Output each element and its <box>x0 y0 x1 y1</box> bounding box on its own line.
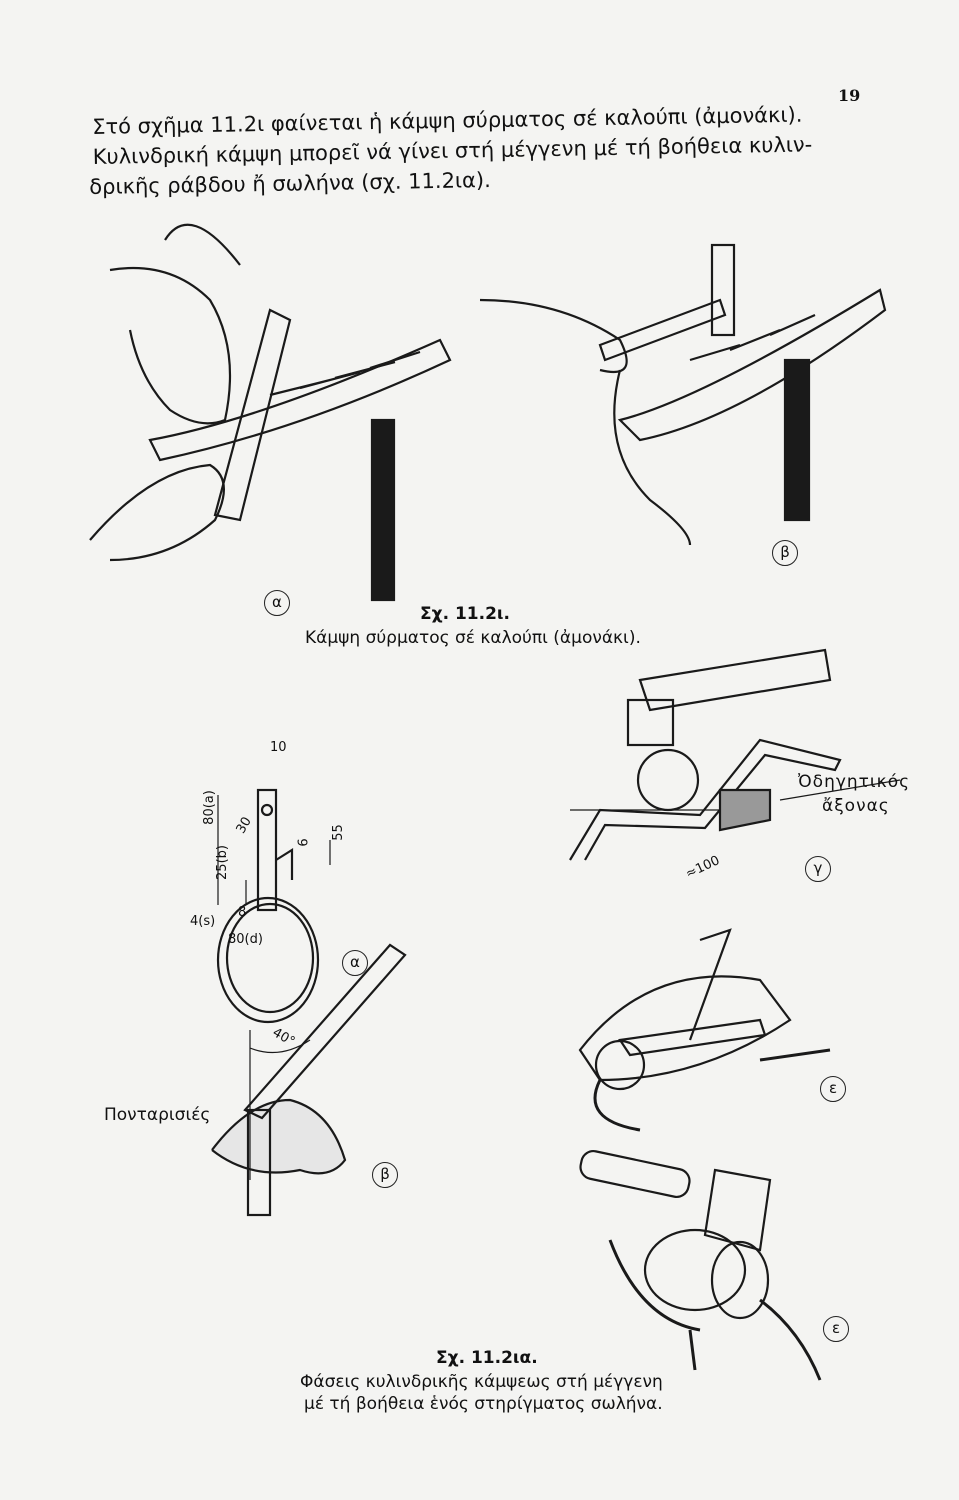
dimension-label: 25(b) <box>214 845 230 880</box>
figure-caption-line: Φάσεις κυλινδρικῆς κάμψεως στή μέγγενη <box>300 1372 663 1392</box>
dimension-label: 8 <box>238 905 247 920</box>
dimension-label: 55 <box>330 824 346 841</box>
figure-strip-b-illustration <box>211 943 407 1217</box>
dimension-label: 4(s) <box>190 914 216 929</box>
figure-roll-e2-illustration <box>579 1150 822 1381</box>
figure-bracket-a-illustration <box>216 788 331 1024</box>
figure-marker-e: ε <box>823 1316 849 1342</box>
guide-axis-label: Ὀδηγητικός <box>798 772 911 792</box>
figure-anvil-b-illustration <box>479 243 887 546</box>
figure-marker-a: α <box>342 950 368 976</box>
guide-axis-label: ἄξονας <box>822 796 890 816</box>
figure-roll-e1-illustration <box>578 928 831 1132</box>
dimension-label: 80(a) <box>201 790 217 825</box>
figure-number: Σχ. 11.2ι. <box>420 604 510 624</box>
figure-caption: Κάμψη σύρματος σέ καλούπι (ἀμονάκι). <box>305 628 641 648</box>
page-number: 19 <box>838 86 861 105</box>
figure-marker-a: α <box>264 590 290 616</box>
dimension-label: 6 <box>296 838 312 847</box>
figure-marker-g: γ <box>805 856 831 882</box>
figure-marker-e: ε <box>820 1076 846 1102</box>
figure-number: Σχ. 11.2ια. <box>436 1348 538 1368</box>
dimension-label: 80(d) <box>228 932 263 947</box>
figure-anvil-a-illustration <box>89 223 452 602</box>
spot-welds-label: Πονταρισιές <box>104 1105 211 1125</box>
figure-marker-b: β <box>372 1162 398 1188</box>
figure-caption-line: μέ τή βοήθεια ἑνός στηρίγματος σωλήνα. <box>304 1394 663 1414</box>
figure-marker-b: β <box>772 540 798 566</box>
figure-roll-g-illustration <box>569 648 901 861</box>
dimension-label: 10 <box>270 740 287 755</box>
